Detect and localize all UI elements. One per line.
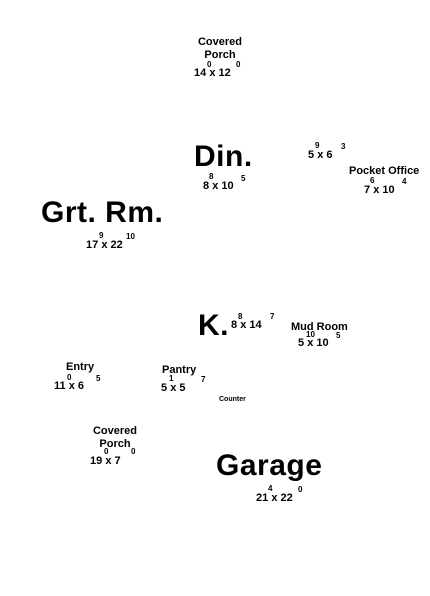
great-room-frac-a: 9	[99, 231, 104, 240]
covered-porch-top-frac-b: 0	[236, 60, 241, 69]
kitchen-label: K.	[198, 309, 229, 342]
pantry-frac-b: 7	[201, 375, 206, 384]
pocket-office-frac-b: 4	[402, 177, 407, 186]
dining-frac-a: 8	[209, 172, 214, 181]
counter-label: Counter	[219, 396, 246, 403]
mud-room-frac-b: 5	[336, 331, 341, 340]
great-room-dims: 17 x 22	[86, 239, 123, 251]
pocket-office-label: Pocket Office	[349, 165, 420, 177]
unnamed-room-frac-b: 3	[341, 142, 346, 151]
entry-frac-b: 5	[96, 374, 101, 383]
garage-frac-a: 4	[268, 484, 273, 493]
pocket-office-frac-a: 6	[370, 176, 375, 185]
covered-porch-bottom-frac-a: 0	[104, 447, 109, 456]
kitchen-frac-b: 7	[270, 312, 275, 321]
covered-porch-top-label: Covered Porch	[197, 36, 243, 61]
pocket-office-dims: 7 x 10	[364, 184, 395, 196]
mud-room-frac-a: 10	[306, 330, 315, 339]
covered-porch-top-frac-a: 0	[207, 60, 212, 69]
great-room-label: Grt. Rm.	[41, 196, 164, 229]
unnamed-room-dims: 5 x 6	[308, 149, 333, 161]
kitchen-dims: 8 x 14	[231, 319, 262, 331]
mud-room-label: Mud Room	[291, 321, 348, 333]
pantry-label: Pantry	[162, 364, 197, 376]
covered-porch-bottom-dims: 19 x 7	[90, 455, 121, 467]
garage-label: Garage	[216, 449, 323, 482]
pantry-dims: 5 x 5	[161, 382, 186, 394]
entry-frac-a: 0	[67, 373, 72, 382]
covered-porch-bottom-label: Covered Porch	[92, 425, 138, 450]
unnamed-room-frac-a: 9	[315, 141, 320, 150]
dining-label: Din.	[194, 140, 253, 173]
great-room-frac-b: 10	[126, 232, 135, 241]
dining-frac-b: 5	[241, 174, 246, 183]
entry-dims: 11 x 6	[54, 380, 85, 392]
covered-porch-bottom-frac-b: 0	[131, 447, 136, 456]
dining-dims: 8 x 10	[203, 180, 234, 192]
mud-room-dims: 5 x 10	[298, 337, 329, 349]
entry-label: Entry	[66, 361, 95, 373]
covered-porch-top-dims: 14 x 12	[194, 67, 231, 79]
kitchen-frac-a: 8	[238, 312, 243, 321]
garage-frac-b: 0	[298, 485, 303, 494]
garage-dims: 21 x 22	[256, 492, 293, 504]
pantry-frac-a: 1	[169, 374, 174, 383]
